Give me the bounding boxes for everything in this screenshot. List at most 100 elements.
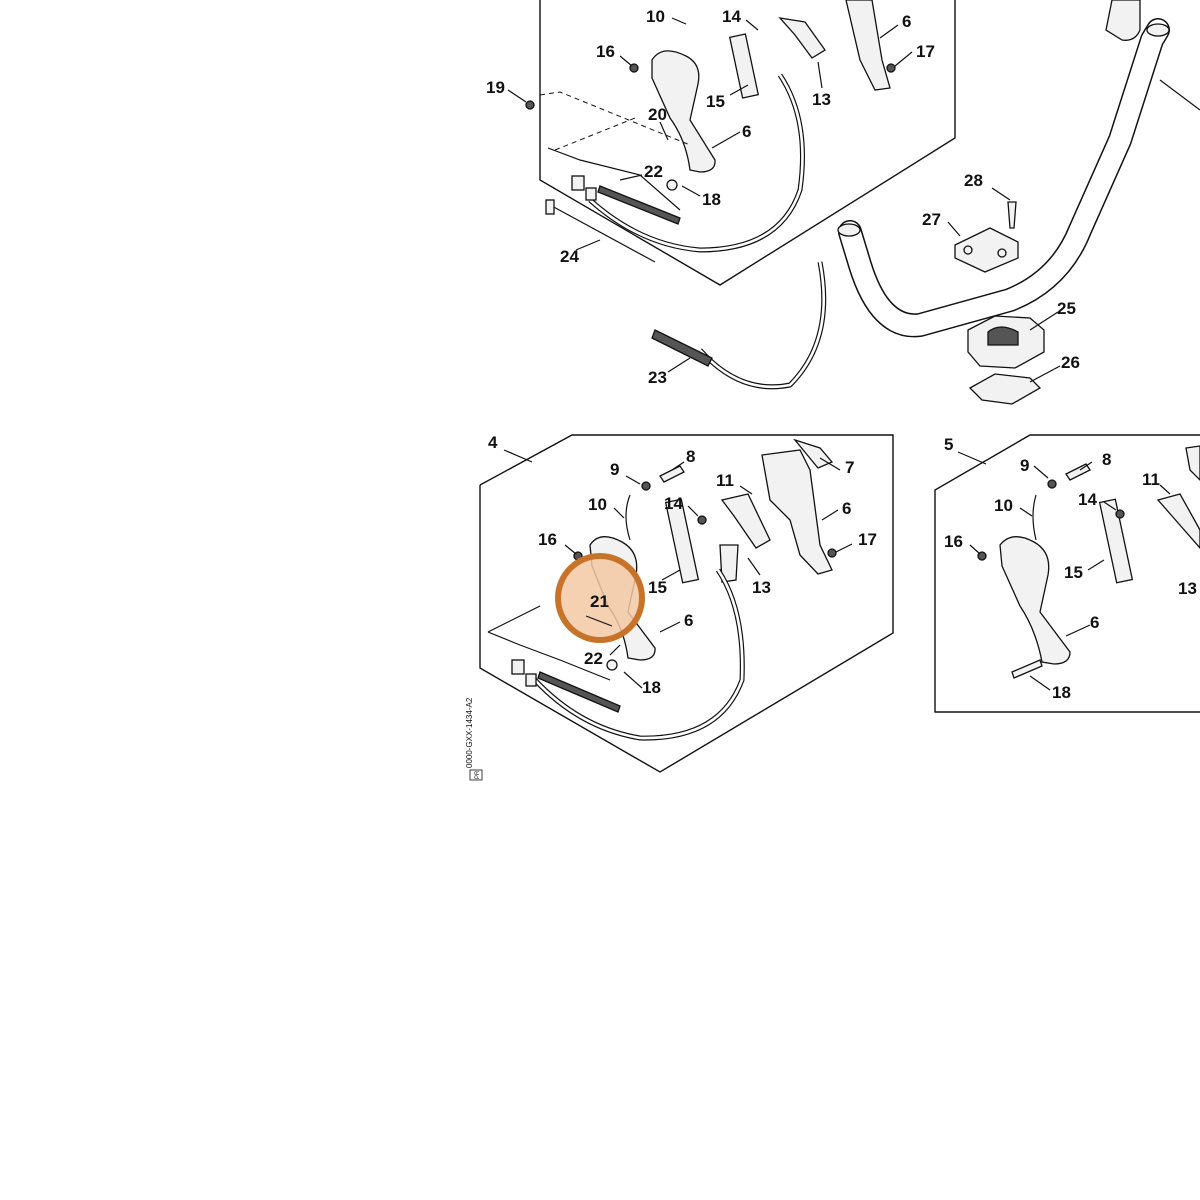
top-screw-19 <box>525 100 535 110</box>
assembly-4: 4 9 8 7 10 14 11 6 16 17 21 15 13 6 22 1… <box>479 433 894 773</box>
cable-sleeve-23 <box>651 329 713 367</box>
a4-harness-grip <box>537 671 621 713</box>
label-a4-9: 9 <box>610 460 619 479</box>
label-a5-8: 8 <box>1102 450 1111 469</box>
a4-lever-13 <box>719 544 739 583</box>
top-screw-18 <box>666 179 678 191</box>
label-top-15: 15 <box>706 92 725 111</box>
a4-harness <box>487 631 611 681</box>
label-25: 25 <box>1057 299 1076 318</box>
a5-screw-9 <box>1047 479 1057 489</box>
label-top-10: 10 <box>646 7 665 26</box>
clamp-26 <box>968 373 1042 405</box>
label-23: 23 <box>648 368 667 387</box>
top-housing <box>845 0 891 91</box>
top-lever <box>778 17 826 59</box>
label-a5-10: 10 <box>994 496 1013 515</box>
top-connector <box>571 175 585 191</box>
a4-screw-18 <box>606 659 618 671</box>
label-top-19: 19 <box>486 78 505 97</box>
label-top-24: 24 <box>560 247 579 266</box>
label-a4-11: 11 <box>716 471 734 490</box>
label-top-18: 18 <box>702 190 721 209</box>
a4-connector-2 <box>525 673 537 687</box>
a4-cap <box>793 438 834 469</box>
label-top-22: 22 <box>644 162 663 181</box>
handlebar-end-top <box>1146 23 1170 37</box>
top-harness-grip <box>597 185 681 225</box>
label-top-13: 13 <box>812 90 831 109</box>
label-a5-15: 15 <box>1064 563 1083 582</box>
drawing-code-text: 0000-GXX-1434-A2 <box>465 697 474 768</box>
label-top-17: 17 <box>916 42 935 61</box>
label-a4-17: 17 <box>858 530 877 549</box>
label-top-6b: 6 <box>742 122 751 141</box>
label-a4-4: 4 <box>488 433 498 452</box>
drawing-code-box: PR <box>475 770 481 779</box>
grip-top-right <box>1105 0 1141 41</box>
top-cable-tie <box>549 204 656 263</box>
label-a4-18: 18 <box>642 678 661 697</box>
label-a4-7: 7 <box>845 458 854 477</box>
label-top-16: 16 <box>596 42 615 61</box>
label-a4-21: 21 <box>590 592 609 611</box>
label-a5-13: 13 <box>1178 579 1197 598</box>
label-a4-16: 16 <box>538 530 557 549</box>
label-a5-5: 5 <box>944 435 953 454</box>
a4-spring-8 <box>659 465 685 483</box>
a5-handle-shell <box>999 536 1071 665</box>
a5-lever <box>1156 493 1200 549</box>
a4-screw-9 <box>641 481 651 491</box>
label-a5-11: 11 <box>1142 470 1160 489</box>
a4-lever <box>720 493 771 549</box>
label-top-14: 14 <box>722 7 741 26</box>
a5-screw-18 <box>1011 659 1043 679</box>
label-a5-16: 16 <box>944 532 963 551</box>
a5-spring-10 <box>1032 494 1037 541</box>
top-assembly-frame <box>539 0 956 286</box>
label-a4-13: 13 <box>752 578 771 597</box>
handlebar-group: 28 27 25 26 23 <box>648 0 1200 405</box>
highlight-callout-21[interactable] <box>555 553 645 643</box>
assembly-5: 5 9 8 11 10 14 16 15 13 6 18 <box>934 434 1200 713</box>
top-connector-2 <box>585 187 597 201</box>
label-26: 26 <box>1061 353 1080 372</box>
clamp-27 <box>954 227 1019 273</box>
a4-switch <box>664 498 700 584</box>
screw-28 <box>1007 201 1017 229</box>
label-a4-6a: 6 <box>842 499 851 518</box>
a4-screw-17 <box>827 548 837 558</box>
top-handle-shell <box>651 50 716 173</box>
top-switch <box>728 33 760 99</box>
label-a4-6b: 6 <box>684 611 693 630</box>
label-top-6a: 6 <box>902 12 911 31</box>
label-top-20: 20 <box>648 105 667 124</box>
label-a5-9: 9 <box>1020 456 1029 475</box>
top-assembly: 10 14 6 16 17 19 15 13 20 6 22 18 24 <box>486 0 956 286</box>
handlebar-end <box>837 223 861 237</box>
label-a5-6: 6 <box>1090 613 1099 632</box>
top-tie-head <box>545 199 555 215</box>
drawing-code: 0000-GXX-1434-A2 PR <box>465 697 483 781</box>
top-screw-17 <box>886 63 896 73</box>
label-28: 28 <box>964 171 983 190</box>
a5-screw-14 <box>1115 509 1125 519</box>
label-a5-14: 14 <box>1078 490 1097 509</box>
label-a4-14: 14 <box>664 494 683 513</box>
label-a4-10: 10 <box>588 495 607 514</box>
label-a4-22: 22 <box>584 649 603 668</box>
a4-screw-14 <box>697 515 707 525</box>
label-a4-8: 8 <box>686 447 695 466</box>
a4-connector <box>511 659 525 675</box>
a4-spring-10 <box>625 494 631 541</box>
label-a4-15: 15 <box>648 578 667 597</box>
label-a5-18: 18 <box>1052 683 1071 702</box>
assembly-4-frame <box>479 434 894 773</box>
label-27: 27 <box>922 210 941 229</box>
top-harness <box>547 147 681 211</box>
a5-housing <box>1185 445 1200 481</box>
a4-housing <box>761 449 833 575</box>
assembly-5-frame <box>934 434 1200 713</box>
a5-switch <box>1098 498 1134 584</box>
